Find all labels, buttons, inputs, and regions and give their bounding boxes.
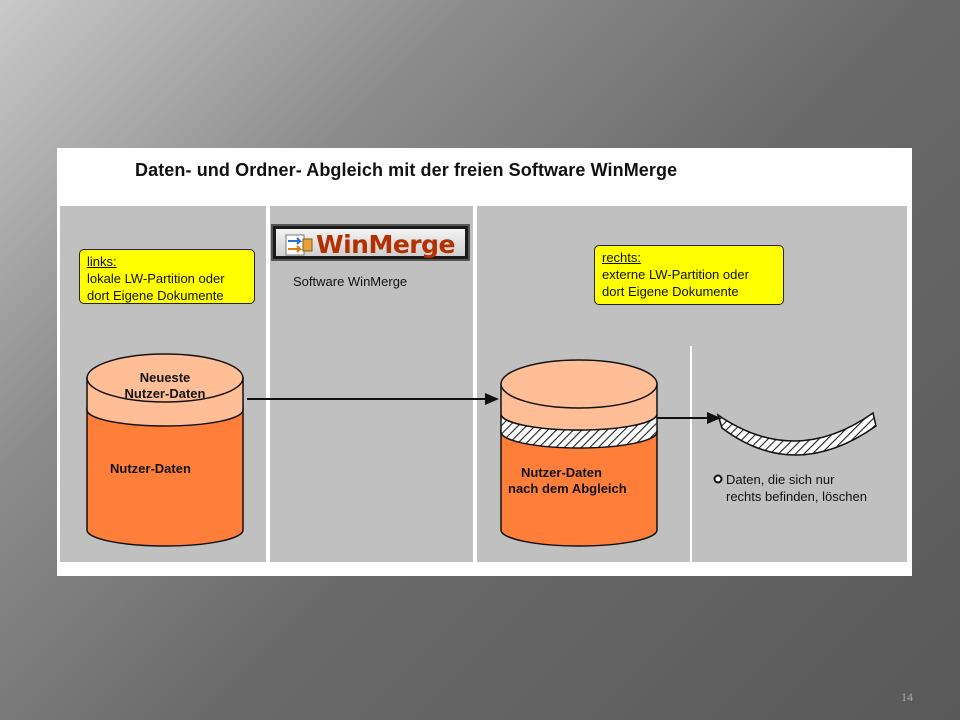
logo-text: WinMerge [316,230,455,259]
delete-note-line1: Daten, die sich nur [726,472,835,487]
slide-frame: Daten- und Ordner- Abgleich mit der frei… [57,148,912,576]
left-note-line2: dort Eigene Dokumente [87,288,224,303]
right-cylinder [500,359,658,547]
right-cylinder-label: Nutzer-Daten nach dem Abgleich [508,465,627,497]
left-cylinder-top-label: Neueste Nutzer-Daten [97,370,233,402]
software-label: Software WinMerge [293,274,408,289]
removed-data-shape [716,411,877,456]
right-note-heading: rechts: [602,250,642,265]
middle-panel [270,206,473,562]
bullet-icon [713,474,723,484]
left-note-heading: links: [87,254,117,269]
page-number: 14 [901,690,913,704]
merge-arrows-icon [285,234,313,256]
right-cylinder-line2: nach dem Abgleich [508,481,627,496]
left-note-line1: lokale LW-Partition oder [87,271,225,286]
right-cylinder-line1: Nutzer-Daten [521,465,602,480]
left-cylinder-body-label: Nutzer-Daten [110,461,191,476]
winmerge-logo: WinMerge [271,224,470,261]
left-cylinder [86,353,244,547]
delete-note-line2: rechts befinden, löschen [726,489,867,504]
left-cylinder-top-line1: Neueste [139,370,191,385]
right-note-line2: dort Eigene Dokumente [602,284,739,299]
left-cylinder-top-line2: Nutzer-Daten [124,386,206,401]
right-note-line1: externe LW-Partition oder [602,267,749,282]
left-note: links: lokale LW-Partition oder dort Eig… [79,249,255,304]
sync-arrow [247,393,499,405]
delete-note: Daten, die sich nur rechts befinden, lös… [726,471,867,505]
diagram-shapes [86,353,877,547]
delete-arrow [657,412,721,424]
right-note: rechts: externe LW-Partition oder dort E… [594,245,784,305]
right-panel-divider [690,346,692,564]
slide-title: Daten- und Ordner- Abgleich mit der frei… [135,160,678,180]
